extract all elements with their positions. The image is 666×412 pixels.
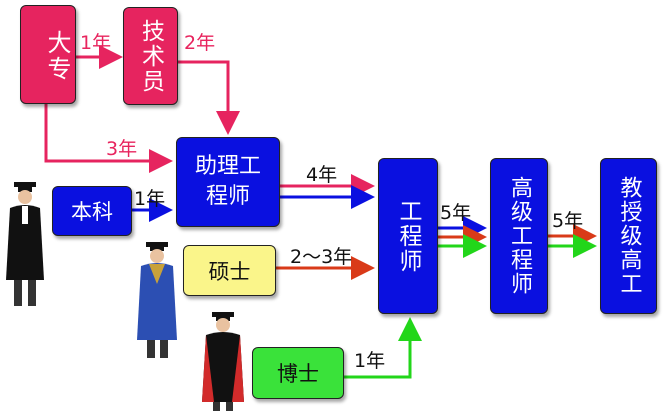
label-zhuli-gcs: 4年 [306, 164, 338, 186]
label-gaoji-jiaoshou: 5年 [552, 210, 584, 232]
label-benke-zhuli: 1年 [134, 188, 166, 210]
graduate-figure-bachelor [6, 182, 44, 306]
node-jishuyuan: 技术员 [123, 7, 178, 105]
node-shuoshi: 硕士 [183, 245, 276, 296]
label-dazhuan-zhuli: 3年 [106, 138, 138, 160]
label-dazhuan-jishuyuan: 1年 [80, 32, 112, 54]
label-jishuyuan-zhuli: 2年 [184, 32, 216, 54]
node-benke: 本科 [52, 186, 132, 236]
node-boshi: 博士 [252, 347, 344, 399]
label-boshi-gcs: 1年 [354, 350, 386, 372]
arrow-boshi-gcs [344, 317, 422, 379]
arrow-dazhuan-zhuli [44, 104, 173, 173]
node-zhuli: 助理工程师 [176, 137, 280, 227]
node-dazhuan: 大专 [20, 5, 76, 104]
graduate-figure-master [137, 242, 177, 358]
node-jiaoshou: 教授级高工 [600, 158, 657, 314]
graduate-figure-doctor [202, 312, 244, 411]
node-gaoji: 高级工程师 [490, 158, 548, 314]
label-shuoshi-gcs: 2～3年 [290, 246, 353, 268]
label-gcs-gaoji: 5年 [440, 202, 472, 224]
node-gongchengshi: 工程师 [378, 158, 438, 314]
arrow-jishuyuan-zhuli [178, 60, 240, 135]
